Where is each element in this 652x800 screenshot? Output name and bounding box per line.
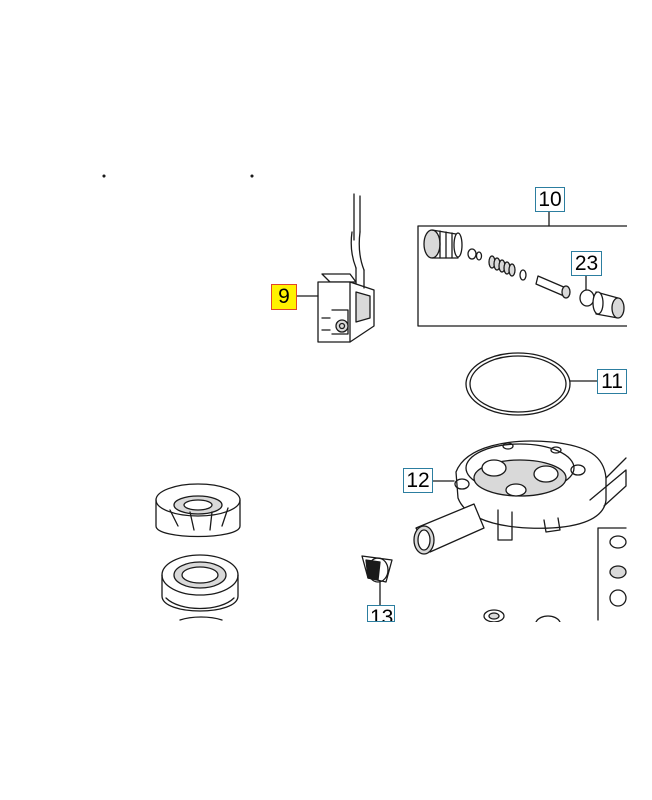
- callout-10: 10: [535, 187, 565, 212]
- crop-mask-bottom: [0, 622, 652, 800]
- switch-part-9: [317, 193, 375, 343]
- stray-marks: [102, 174, 254, 178]
- callout-12: 12: [403, 468, 433, 493]
- callout-11: 11: [597, 369, 627, 394]
- valve-kit-parts: [423, 229, 625, 319]
- o-ring-part-11: [465, 352, 601, 416]
- check-valve-part-13: [361, 555, 393, 607]
- bearing-part: [161, 554, 239, 612]
- valve-kit-frame-10: [417, 210, 628, 327]
- callout-9: 9: [271, 284, 297, 310]
- pump-head-part-12: [413, 440, 627, 555]
- crop-mask-right: [627, 0, 652, 800]
- lower-parts-partial: [179, 527, 627, 623]
- callout-13: 13: [367, 605, 395, 622]
- callout-23: 23: [571, 251, 602, 276]
- seal-retainer-part: [155, 483, 241, 538]
